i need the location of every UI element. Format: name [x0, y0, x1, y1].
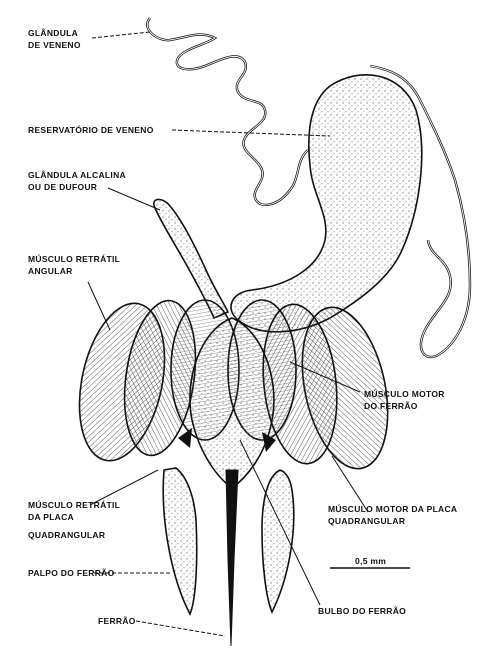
label-plate-motor-muscle: MÚSCULO MOTOR DA PLACA QUADRANGULAR [328, 503, 460, 526]
label-retractor-angular: MÚSCULO RETRÁTIL ANGULAR [28, 253, 123, 276]
label-dufour-gland: GLÂNDULA ALCALINA OU DE DUFOUR [28, 169, 128, 192]
shadow-left [178, 428, 192, 448]
label-venom-gland: GLÂNDULA DE VENENO [28, 27, 81, 50]
label-scale: 0,5 mm [355, 556, 386, 566]
label-venom-reservoir: RESERVATÓRIO DE VENENO [28, 124, 154, 135]
label-sting-palp: PALPO DO FERRÃO [28, 568, 115, 578]
label-sting: FERRÃO [98, 616, 136, 626]
left-palp-drawing [163, 468, 197, 614]
label-retractor-plate: MÚSCULO RETRÁTIL DA PLACA QUADRANGULAR [28, 499, 123, 540]
sting-shaft-drawing [226, 470, 238, 646]
label-sting-bulb: BULBO DO FERRÃO [318, 606, 406, 616]
